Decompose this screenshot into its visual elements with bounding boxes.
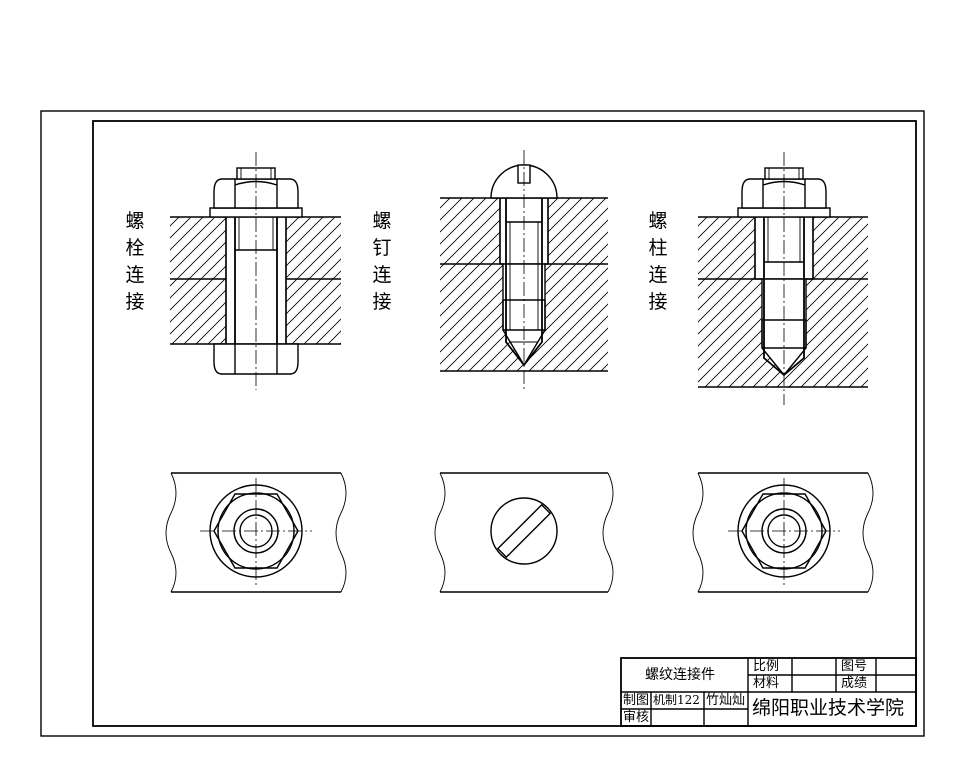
drawing-frame (92, 120, 917, 727)
label-char: 连 (648, 264, 668, 286)
title-block-grid (620, 657, 917, 727)
screw-connection-label: 螺 钉 连 接 (371, 208, 393, 316)
class-name: 机制122 (653, 693, 700, 707)
label-char: 连 (125, 264, 145, 286)
school-name: 绵阳职业技术学院 (752, 697, 905, 719)
bolt-connection-front-view (170, 152, 341, 390)
screw-top-view (434, 472, 614, 593)
stud-connection-front-view (698, 152, 868, 405)
label-char: 连 (372, 264, 392, 286)
label-char: 螺 (125, 210, 145, 232)
stud-connection-label: 螺 柱 连 接 (647, 208, 669, 316)
material-label: 材料 (753, 676, 780, 691)
label-char: 栓 (125, 237, 145, 259)
scale-label: 比例 (753, 659, 780, 674)
stud-top-view (692, 472, 874, 593)
outer-border (40, 110, 925, 737)
label-char: 柱 (648, 237, 668, 259)
bolt-connection-label: 螺 栓 连 接 (124, 208, 146, 316)
screw-connection-front-view (440, 150, 608, 390)
screw-head-circle (490, 497, 558, 565)
drawn-by-label: 制图 (623, 693, 650, 708)
bolt-top-view (165, 472, 347, 593)
drawing-no-label: 图号 (841, 659, 868, 674)
label-char: 螺 (372, 210, 392, 232)
grade-label: 成绩 (841, 676, 868, 691)
student-name: 竹灿灿 (706, 693, 746, 708)
label-char: 钉 (372, 237, 392, 259)
drawing-name: 螺纹连接件 (645, 667, 715, 683)
label-char: 接 (372, 291, 392, 313)
label-char: 接 (648, 291, 668, 313)
checked-by-label: 审核 (623, 710, 650, 725)
screw-top-slot (496, 503, 552, 559)
label-char: 接 (125, 291, 145, 313)
label-char: 螺 (648, 210, 668, 232)
